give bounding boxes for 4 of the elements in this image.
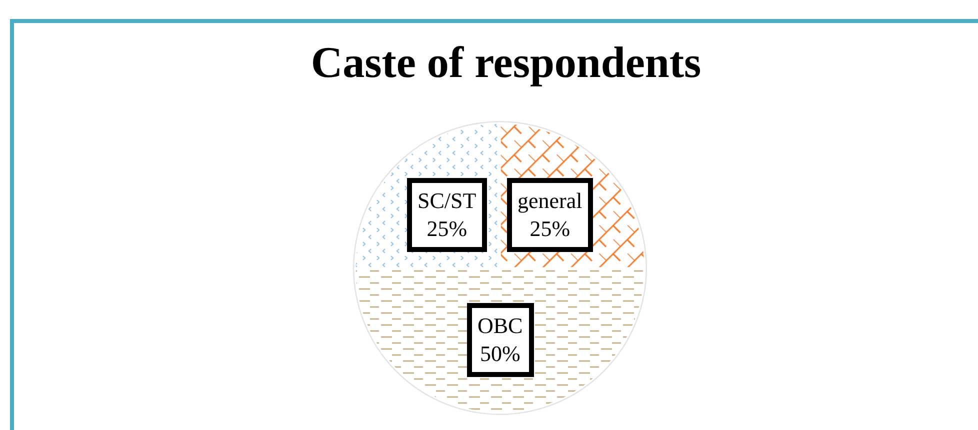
data-label: SC/ST 25% [406,178,488,252]
data-label: OBC 50% [466,303,534,377]
chart-title: Caste of respondents [310,38,702,88]
data-label: general 25% [506,178,594,252]
